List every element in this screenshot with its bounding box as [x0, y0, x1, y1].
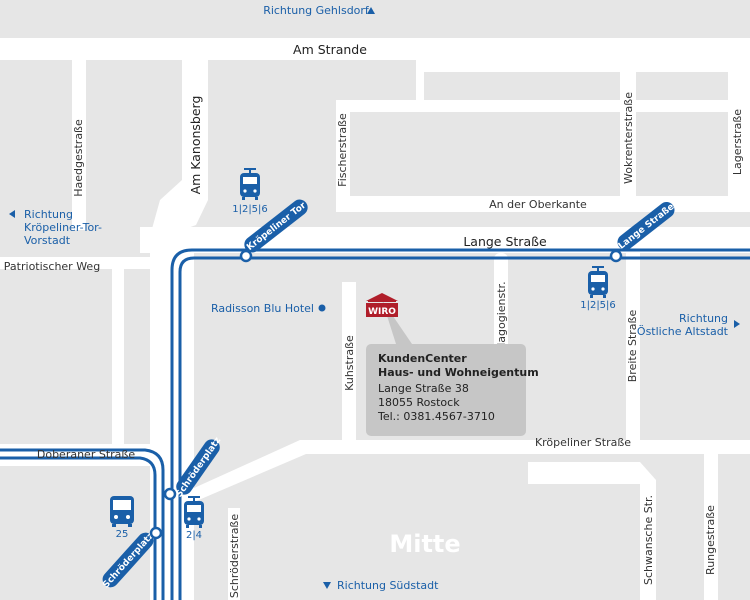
arrow-down-icon	[323, 582, 331, 589]
label-doberaner-strasse: Doberaner Straße	[37, 448, 135, 461]
road-schwansche-str	[528, 462, 656, 600]
arrow-right-icon	[734, 320, 740, 328]
road-top-strip	[416, 60, 750, 72]
road-am-kanonsberg	[150, 60, 208, 236]
road-schroederstrasse	[228, 508, 240, 600]
label-paedagogienstr: Pädagogienstr.	[495, 281, 508, 362]
label-richtung-gehlsdorf: Richtung Gehlsdorf	[263, 4, 370, 17]
location-dot-icon	[318, 304, 326, 312]
label-rungestrasse: Rungestraße	[704, 505, 717, 575]
label-kroepeliner-tor-vorstadt-2: Kröpeliner-Tor-	[24, 221, 102, 234]
stop-marker-kroepeliner-tor	[239, 249, 253, 263]
lines-tram-lange-strasse: 1|2|5|6	[580, 300, 616, 311]
label-oestliche-altstadt-1: Richtung	[679, 312, 728, 325]
info-address-1: Lange Straße 38	[378, 382, 469, 395]
tram-icon	[184, 496, 204, 528]
label-patriotischer-weg: Patriotischer Weg	[4, 260, 100, 273]
label-kroepeliner-tor-vorstadt-3: Vorstadt	[24, 234, 71, 247]
label-am-strande: Am Strande	[293, 42, 367, 57]
tram-icon	[240, 168, 260, 200]
label-lange-strasse: Lange Straße	[463, 234, 547, 249]
stop-marker-schroederplatz-tram	[163, 487, 177, 501]
road-breite-strasse	[626, 253, 640, 443]
lines-bus-schroederplatz: 25	[116, 529, 129, 540]
road-rungestrasse	[704, 454, 718, 600]
road-upper-stub	[416, 60, 424, 100]
label-lagerstrasse: Lagerstraße	[731, 109, 744, 175]
info-title-2: Haus- und Wohneigentum	[378, 366, 539, 379]
road-kroepeliner-strasse	[194, 440, 750, 502]
transit-lines	[0, 248, 750, 600]
wiro-house-logo-icon: WIRO	[366, 293, 398, 317]
label-an-der-oberkante: An der Oberkante	[489, 198, 587, 211]
wiro-logo-text: WIRO	[368, 307, 396, 317]
label-wokrenterstrasse: Wokrenterstraße	[622, 92, 635, 184]
road-wokrenterstrasse	[620, 60, 636, 200]
label-radisson-blu-hotel: Radisson Blu Hotel	[211, 302, 314, 315]
road-fischerstrasse	[336, 100, 350, 210]
tram-line-lange-b	[178, 256, 750, 600]
tram-line-doberaner-a	[0, 456, 157, 600]
road-am-strande	[0, 38, 750, 60]
tram-line-doberaner-b	[0, 448, 165, 600]
road-kuhstrasse	[342, 282, 356, 444]
direction-labels: Richtung Gehlsdorf Richtung Kröpeliner-T…	[9, 4, 740, 592]
label-kroepeliner-tor-vorstadt-1: Richtung	[24, 208, 73, 221]
info-phone: Tel.: 0381.4567-3710	[377, 410, 495, 423]
district-label-mitte: Mitte	[389, 530, 460, 558]
stop-marker-lange-strasse	[609, 249, 623, 263]
arrow-left-icon	[9, 210, 15, 218]
label-kuhstrasse: Kuhstraße	[343, 335, 356, 391]
label-oestliche-altstadt-2: Östliche Altstadt	[637, 325, 729, 338]
label-haedgestrasse: Haedgestraße	[72, 119, 85, 197]
stop-marker-schroederplatz-bus	[149, 526, 163, 540]
arrow-up-icon	[367, 7, 375, 14]
road-an-der-oberkante	[336, 196, 750, 212]
tram-line-lange-a	[170, 248, 750, 600]
road-left-vertical	[112, 269, 124, 444]
label-fischerstrasse: Fischerstraße	[336, 113, 349, 187]
label-breite-strasse: Breite Straße	[626, 310, 639, 383]
label-schwansche-str: Schwansche Str.	[642, 495, 655, 585]
block-top-2	[636, 72, 728, 100]
tram-icon	[588, 266, 608, 298]
road-haedgestrasse	[72, 60, 86, 230]
road-lagerstrasse	[728, 60, 750, 200]
block-top-1	[424, 72, 620, 100]
bus-icon	[110, 496, 134, 527]
road-upper-cross	[336, 100, 750, 112]
label-kroepeliner-strasse: Kröpeliner Straße	[535, 436, 631, 449]
lines-tram-schroederplatz: 2|4	[186, 530, 202, 541]
info-box: KundenCenter Haus- und Wohneigentum Lang…	[366, 300, 539, 436]
info-address-2: 18055 Rostock	[378, 396, 460, 409]
street-labels: Am Strande Am Kanonsberg Haedgestraße Fi…	[4, 42, 744, 598]
label-am-kanonsberg: Am Kanonsberg	[188, 96, 203, 195]
road-patriotischer-weg	[0, 257, 150, 269]
lines-tram-kroepeliner-tor: 1|2|5|6	[232, 204, 268, 215]
info-title-1: KundenCenter	[378, 352, 467, 365]
label-schroederstrasse: Schröderstraße	[228, 514, 241, 599]
label-richtung-suedstadt: Richtung Südstadt	[337, 579, 439, 592]
